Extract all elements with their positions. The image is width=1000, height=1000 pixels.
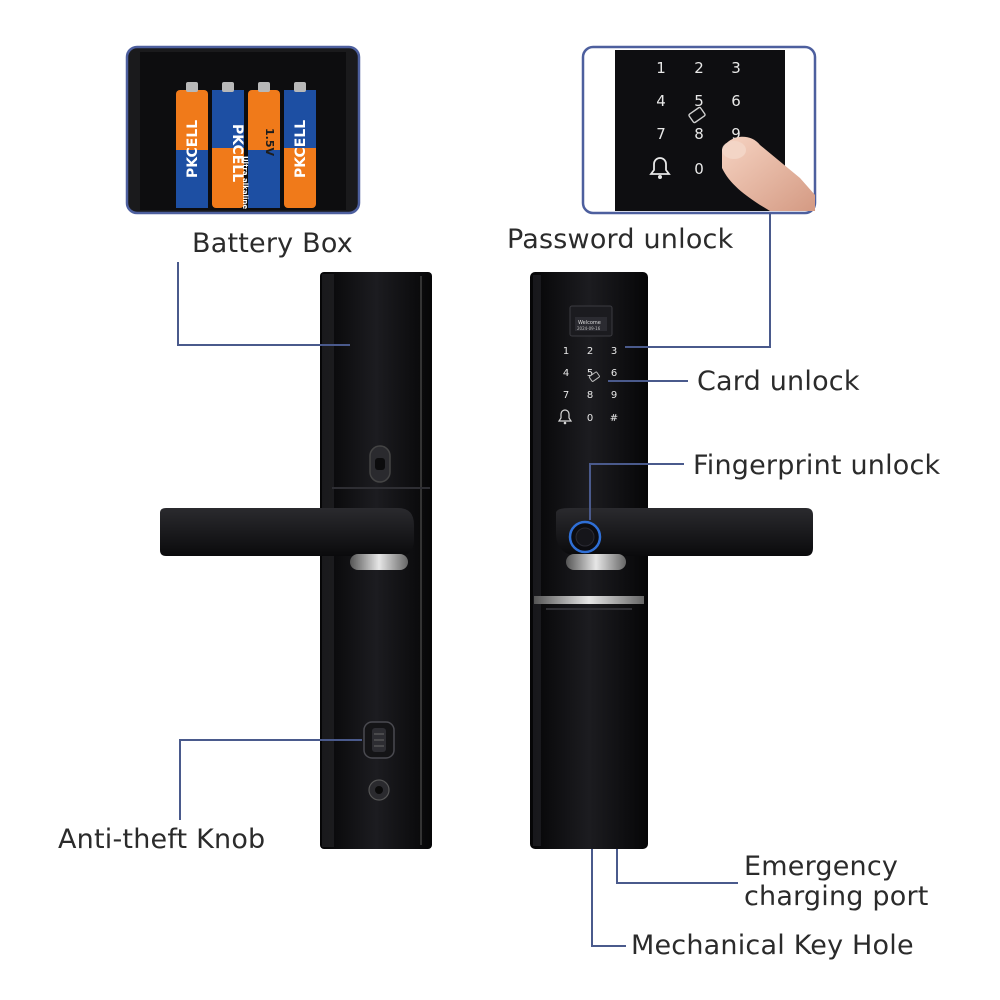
front-key-1[interactable]: 1 (563, 346, 569, 357)
battery-box-callout-line (177, 262, 350, 346)
inset-key-6[interactable]: 6 (731, 92, 741, 110)
inset-key-2[interactable]: 2 (694, 59, 704, 77)
battery-cell (248, 82, 280, 208)
front-key-4[interactable]: 4 (563, 368, 569, 379)
inset-key-5[interactable]: 5 (694, 92, 704, 110)
battery-box-inset: PKCELL PKCELL PKCELL 1.5V Ultra alkaline (125, 45, 361, 215)
battery-voltage-text: 1.5V (263, 128, 276, 156)
password-keypad-inset: 1 2 3 4 5 6 7 8 9 0 (581, 45, 817, 215)
inset-keypad: 1 2 3 4 5 6 7 8 9 0 (656, 59, 741, 178)
key-hole-callout-line (591, 849, 626, 947)
inset-key-4[interactable]: 4 (656, 92, 666, 110)
fingerprint-sensor-icon (568, 520, 602, 554)
inset-key-3[interactable]: 3 (731, 59, 741, 77)
emergency-charging-port-label: Emergency charging port (744, 851, 929, 912)
front-key-9[interactable]: 9 (611, 390, 617, 401)
fingerprint-unlock-label: Fingerprint unlock (693, 450, 941, 481)
bell-icon (557, 409, 573, 425)
password-callout-line (625, 213, 771, 348)
anti-theft-knob-label: Anti-theft Knob (58, 824, 266, 855)
front-key-hash[interactable]: # (610, 413, 618, 424)
front-key-3[interactable]: 3 (611, 346, 617, 357)
bell-icon (649, 157, 671, 179)
inset-key-0[interactable]: 0 (694, 160, 704, 178)
battery-cell (176, 82, 208, 208)
lock-back-panel (160, 272, 432, 849)
inset-key-8[interactable]: 8 (694, 125, 704, 143)
card-reader-icon (688, 106, 706, 124)
fingerprint-callout-line (589, 463, 684, 520)
card-reader-icon (588, 371, 600, 382)
screen-welcome-text: Welcome (578, 320, 601, 326)
inset-key-9[interactable]: 9 (731, 125, 741, 143)
lock-front-panel: Welcome 2024-09-16 1 2 3 4 5 6 7 8 9 0 # (530, 272, 813, 849)
finger-image (722, 136, 815, 211)
front-keypad: 1 2 3 4 5 6 7 8 9 0 # (563, 346, 618, 424)
inset-key-1[interactable]: 1 (656, 59, 666, 77)
inset-key-7[interactable]: 7 (656, 125, 666, 143)
battery-cell (212, 82, 244, 208)
front-key-0[interactable]: 0 (587, 413, 593, 424)
front-key-5[interactable]: 5 (587, 368, 593, 379)
anti-theft-knob-icon (363, 721, 395, 759)
front-key-8[interactable]: 8 (587, 390, 593, 401)
battery-brand-text: PKCELL (229, 124, 245, 182)
battery-brand-text: PKCELL (293, 120, 309, 178)
battery-cell (284, 82, 316, 208)
charging-port-callout-line (616, 849, 738, 884)
front-key-7[interactable]: 7 (563, 390, 569, 401)
front-key-2[interactable]: 2 (587, 346, 593, 357)
callout-lines (177, 213, 771, 947)
anti-theft-callout-line (179, 739, 362, 820)
battery-brand-text: PKCELL (185, 120, 201, 178)
battery-type-text: Ultra alkaline (241, 156, 249, 209)
mechanical-key-hole-label: Mechanical Key Hole (631, 930, 914, 961)
battery-box-label: Battery Box (192, 228, 353, 259)
front-key-6[interactable]: 6 (611, 368, 617, 379)
password-unlock-label: Password unlock (507, 224, 734, 255)
card-unlock-label: Card unlock (697, 366, 860, 397)
screen-date-text: 2024-09-16 (577, 326, 601, 331)
